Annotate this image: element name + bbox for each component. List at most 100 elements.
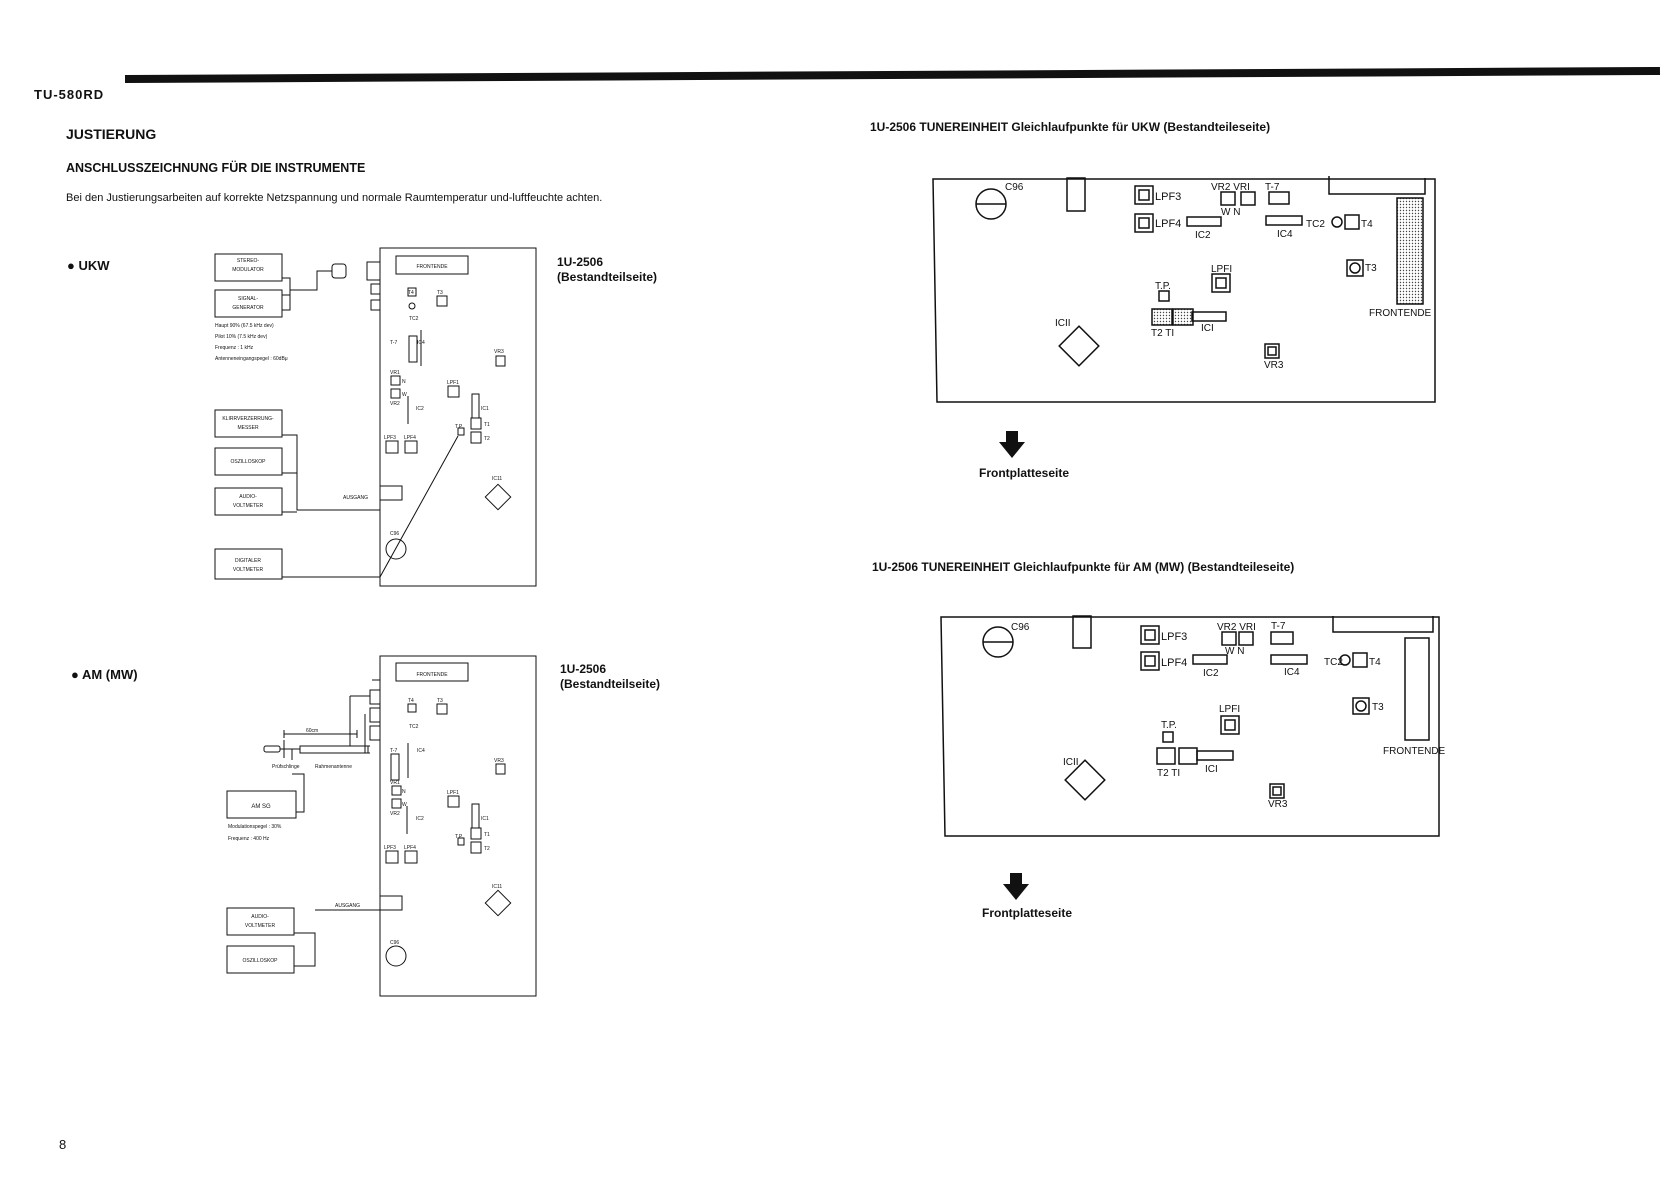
- ic4-label: IC4: [417, 340, 425, 346]
- digital-voltmeter-line: VOLTMETER: [233, 567, 264, 573]
- tp-label: T.P.: [1161, 720, 1177, 731]
- ic1-label: IC1: [481, 406, 489, 412]
- frontende-label: FRONTENDE: [416, 672, 448, 678]
- vr2-vr1-label: VR2 VRI: [1211, 182, 1250, 193]
- klirr-box: [214, 409, 283, 438]
- am-sg-label: AM SG: [251, 804, 271, 810]
- audio-voltmeter-line: AUDIO-: [239, 494, 257, 500]
- audio-voltmeter-box: [214, 487, 283, 516]
- ukw-setting: Antenneneingangspegel : 60dBμ: [215, 356, 288, 362]
- ic11-label: IC11: [492, 884, 502, 890]
- vr2-label: VR2: [390, 811, 400, 817]
- ukw-front-label: Frontplatteseite: [979, 466, 1070, 480]
- model-name: TU-580RD: [34, 87, 105, 102]
- tc2-label: TC2: [409, 724, 419, 730]
- frontende-label: FRONTENDE: [416, 264, 448, 270]
- vr2-label: VR2: [390, 401, 400, 407]
- am-front-label: Frontplatteseite: [982, 906, 1073, 920]
- ic1-label: ICI: [1201, 323, 1214, 334]
- ic4-label: IC4: [1277, 229, 1293, 240]
- c96-label: C96: [1005, 182, 1024, 193]
- tp-label: T.P.: [455, 424, 463, 430]
- lpf1-label: LPFI: [1211, 264, 1232, 275]
- am-label: ● AM (MW): [71, 667, 138, 682]
- t3-label: T3: [1372, 702, 1384, 713]
- ukw-diagram-title: 1U-2506 TUNEREINHEIT Gleichlaufpunkte fü…: [870, 120, 1271, 134]
- lpf4-label: LPF4: [404, 845, 416, 851]
- vr3-label: VR3: [1264, 360, 1284, 371]
- t2-t1-label: T2 TI: [1157, 768, 1180, 779]
- lpf4-label: LPF4: [404, 435, 416, 441]
- audio-voltmeter-line: VOLTMETER: [233, 503, 264, 509]
- header-rule: [124, 66, 1660, 83]
- t2-label: T2: [484, 436, 490, 442]
- digital-voltmeter-line: DIGITALER: [235, 558, 261, 564]
- t7-label: T-7: [390, 340, 397, 346]
- lpf1-label: LPF1: [447, 380, 459, 386]
- am-setting: Frequenz : 400 Hz: [228, 836, 270, 842]
- board-ref-line: 1U-2506: [557, 255, 604, 269]
- tc2-label: TC2: [1324, 657, 1343, 668]
- stereo-modulator-line: MODULATOR: [232, 267, 264, 273]
- ukw-board-outline: [379, 247, 537, 587]
- am-board-outline: [379, 655, 537, 997]
- ic2-label: IC2: [1195, 230, 1211, 241]
- ukw-setting: Frequenz : 1 kHz: [215, 345, 254, 351]
- tc2-label: TC2: [409, 316, 419, 322]
- vr3-label: VR3: [494, 349, 504, 355]
- t7-label: T-7: [390, 748, 397, 754]
- ic11-label: IC11: [492, 476, 502, 482]
- am-connection-diagram: FRONTENDE 60cm Prüfschlinge Rahmenantenn…: [226, 655, 537, 997]
- digital-voltmeter-box: [214, 548, 283, 580]
- signal-generator-line: GENERATOR: [232, 305, 264, 311]
- frontende-label: FRONTENDE: [1383, 746, 1446, 757]
- vr1-label: VR1: [390, 370, 400, 376]
- am-oszilloskop-label: OSZILLOSKOP: [242, 958, 278, 964]
- vr3-label: VR3: [1268, 799, 1288, 810]
- ukw-setting: Pilot 10% (7.5 kHz dev): [215, 334, 268, 340]
- w-label: W: [402, 802, 407, 808]
- page-number: 8: [59, 1137, 67, 1152]
- ausgang-label: AUSGANG: [343, 495, 368, 501]
- t4-label: T4: [1369, 657, 1381, 668]
- am-board-layout: C96 LPF3 LPF4 VR2 VRI W N T-7 IC2 IC4 TC…: [940, 615, 1446, 837]
- am-diagram-title: 1U-2506 TUNEREINHEIT Gleichlaufpunkte fü…: [872, 560, 1295, 574]
- board-ref-line: (Bestandteilseite): [560, 677, 661, 691]
- ukw-board-ref: 1U-2506 (Bestandteilseite): [557, 255, 657, 285]
- w-label: W: [402, 392, 407, 398]
- t3-label: T3: [437, 290, 443, 296]
- lpf4-label: LPF4: [1155, 218, 1181, 230]
- ic4-label: IC4: [417, 748, 425, 754]
- c96-label: C96: [390, 940, 399, 946]
- t1-label: T1: [484, 832, 490, 838]
- c96-label: C96: [1011, 622, 1030, 633]
- signal-generator-box: [214, 289, 283, 318]
- klirr-line: KLIRRVERZERRUNG-: [222, 416, 274, 422]
- tp-label: T.P.: [455, 834, 463, 840]
- rahmenantenne-label: Rahmenantenne: [315, 764, 352, 770]
- oszilloskop-box: [214, 447, 283, 476]
- stereo-modulator-box: [214, 253, 283, 282]
- tc2-label: TC2: [1306, 219, 1325, 230]
- section-title: JUSTIERUNG: [66, 126, 157, 142]
- am-setting: Modulationspegel : 30%: [228, 824, 282, 830]
- lpf3-label: LPF3: [1161, 631, 1187, 643]
- arrow-down-icon: [999, 431, 1025, 458]
- n-label: N: [402, 789, 406, 795]
- ic1-label: IC1: [481, 816, 489, 822]
- t4-label: T4: [408, 290, 414, 296]
- board-ref-line: (Bestandteilseite): [557, 270, 658, 284]
- distance-label: 60cm: [306, 728, 318, 734]
- ukw-board-layout: C96 LPF3 LPF4 VR2 VRI W N T-7 IC2 IC4 TC…: [932, 176, 1436, 403]
- ic11-label: ICII: [1055, 318, 1071, 329]
- oszilloskop-label: OSZILLOSKOP: [230, 459, 266, 465]
- w-n-label: W N: [1221, 207, 1240, 218]
- t4-label: T4: [1361, 219, 1373, 230]
- lpf1-label: LPFI: [1219, 704, 1240, 715]
- frontende-label: FRONTENDE: [1369, 308, 1432, 319]
- vr2-vr1-label: VR2 VRI: [1217, 622, 1256, 633]
- arrow-down-icon: [1003, 873, 1029, 900]
- vr1-label: VR1: [390, 780, 400, 786]
- lpf3-label: LPF3: [1155, 191, 1181, 203]
- ic4-label: IC4: [1284, 667, 1300, 678]
